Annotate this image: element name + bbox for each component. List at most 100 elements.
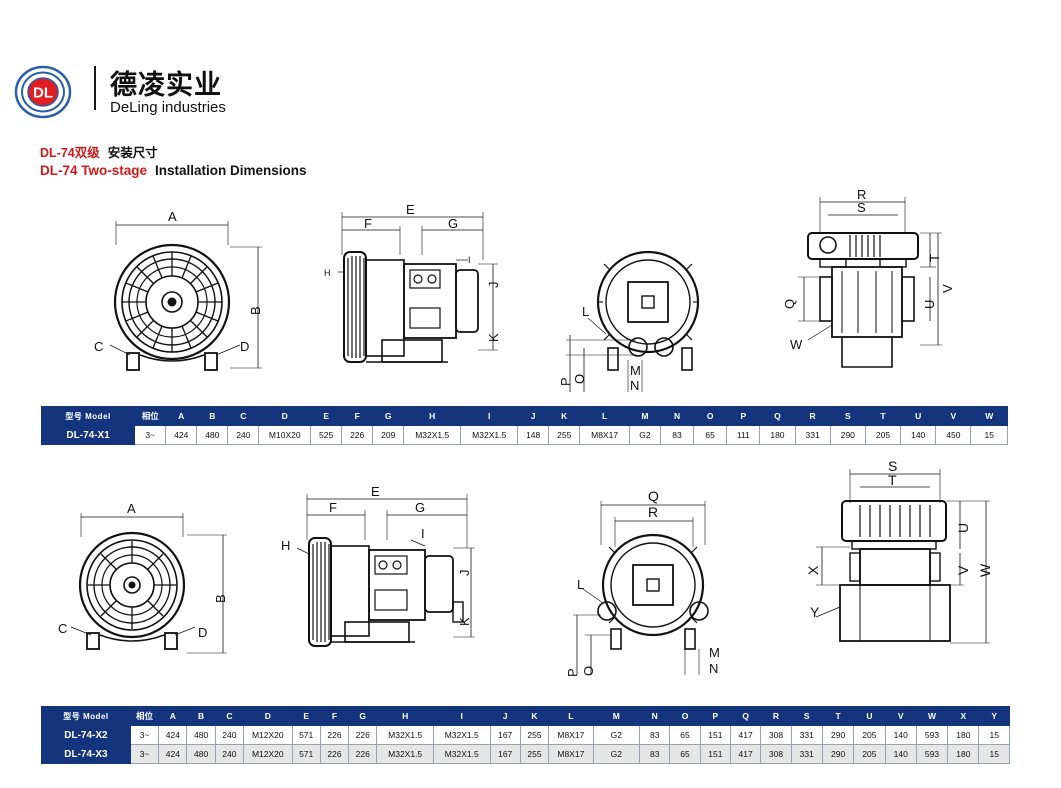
spec-table-x1: 型号 Model 相位 A B C D E F G H I J K L M N … [40,406,1008,445]
table-cell: 308 [760,744,792,764]
dim-label: R [857,187,866,202]
table-header: K [519,706,550,726]
table-cell: 240 [214,744,245,764]
table-header: S [790,706,823,726]
table-header: W [970,406,1008,426]
table-cell: 290 [821,725,855,745]
table-cell: 255 [519,725,550,745]
dim-label: A [127,501,136,516]
dim-label: J [457,570,472,577]
table-cell: M32X1.5 [403,425,462,445]
table-cell: 240 [214,725,245,745]
table-cell: 167 [489,744,521,764]
table-header: K [548,406,581,426]
table-cell: M32X1.5 [376,725,434,745]
dim-label: E [371,484,380,499]
table-cell: M8X17 [548,744,594,764]
table-header: G [372,406,405,426]
table-header: O [669,706,701,726]
table-cell: 308 [760,725,792,745]
table-cell-model: DL-74-X2 [41,725,131,745]
dim-label: O [581,666,596,676]
table-cell: M12X20 [243,744,293,764]
dim-label: X [805,565,821,575]
table-cell: 3~ [129,725,160,745]
table-cell: 240 [227,425,260,445]
dim-label: S [888,458,897,474]
table-cell: 255 [548,425,581,445]
dim-label: N [630,378,639,393]
table-header: B [186,706,216,726]
table-cell: 205 [853,744,886,764]
table-cell: 83 [639,744,671,764]
dim-label: P [565,668,580,677]
table-cell: 417 [729,725,762,745]
dim-label: Q [782,299,797,309]
table-cell: 424 [165,425,198,445]
dim-label: P [558,377,573,386]
title-cn: DL-74双级安装尺寸 [40,142,158,161]
table-cell: M32X1.5 [376,744,434,764]
dim-label: W [977,563,993,577]
table-cell: 571 [291,725,321,745]
table-header: 型号 Model [40,406,136,426]
table-cell: M12X20 [243,725,293,745]
table-header-row: 型号 Model 相位 A B C D E F G H I J K L M N … [41,706,1010,726]
table-cell: 209 [372,425,405,445]
dim-label: U [955,523,971,533]
title-en-model: DL-74 Two-stage [40,163,148,178]
dim-label: O [572,374,587,384]
table-header: J [517,406,550,426]
table-header: W [915,706,949,726]
table-cell: 424 [158,744,188,764]
table-cell: M8X17 [579,425,630,445]
brand-divider [94,66,96,110]
table-cell: 226 [348,725,378,745]
table-cell: 290 [829,425,866,445]
table-cell: 255 [519,744,550,764]
table-row: DL-74-X2 3~ 424 480 240 M12X20 571 226 2… [41,725,1010,745]
spec-table-x2-x3: 型号 Model 相位 A B C D E F G H I J K L M N … [41,706,1010,764]
dim-label: T [927,254,942,262]
table-header-row: 型号 Model 相位 A B C D E F G H I J K L M N … [40,406,1008,426]
table-cell: G2 [628,425,661,445]
back-view-x1: L M N O P [558,250,700,393]
dim-label: L [577,577,584,592]
table-header: R [794,406,831,426]
table-cell: G2 [592,744,641,764]
end-view-x2: S T U X V W Y [805,458,993,644]
dim-label: K [457,617,472,626]
table-cell: 226 [341,425,374,445]
table-cell: 148 [517,425,550,445]
back-view-x2: Q R L M N O P [565,488,720,677]
table-header: A [165,406,198,426]
table-cell: 593 [915,744,949,764]
dim-label: E [406,202,415,217]
table-cell: 205 [853,725,886,745]
dim-label: W [790,337,803,352]
dim-label: C [94,339,103,354]
table-header: G [348,706,378,726]
table-cell: 226 [319,725,350,745]
dim-label: U [922,300,937,309]
table-header: I [460,406,519,426]
table-header: H [376,706,434,726]
table-cell: 480 [196,425,229,445]
table-cell: 180 [759,425,796,445]
table-header: U [900,406,937,426]
table-cell: 15 [978,744,1010,764]
table-header: I [432,706,491,726]
brand-name-cn: 德凌实业 [110,70,222,101]
dim-label: F [364,216,372,231]
table-header: T [821,706,855,726]
table-cell: M10X20 [258,425,312,445]
table-header: O [693,406,728,426]
table-header: R [760,706,792,726]
dim-label: G [415,500,425,515]
dim-label: A [168,209,177,224]
dim-label: L [582,304,589,319]
table-cell: 140 [884,744,917,764]
table-cell: M8X17 [548,725,594,745]
table-cell: 83 [659,425,695,445]
table-cell: 3~ [129,744,160,764]
